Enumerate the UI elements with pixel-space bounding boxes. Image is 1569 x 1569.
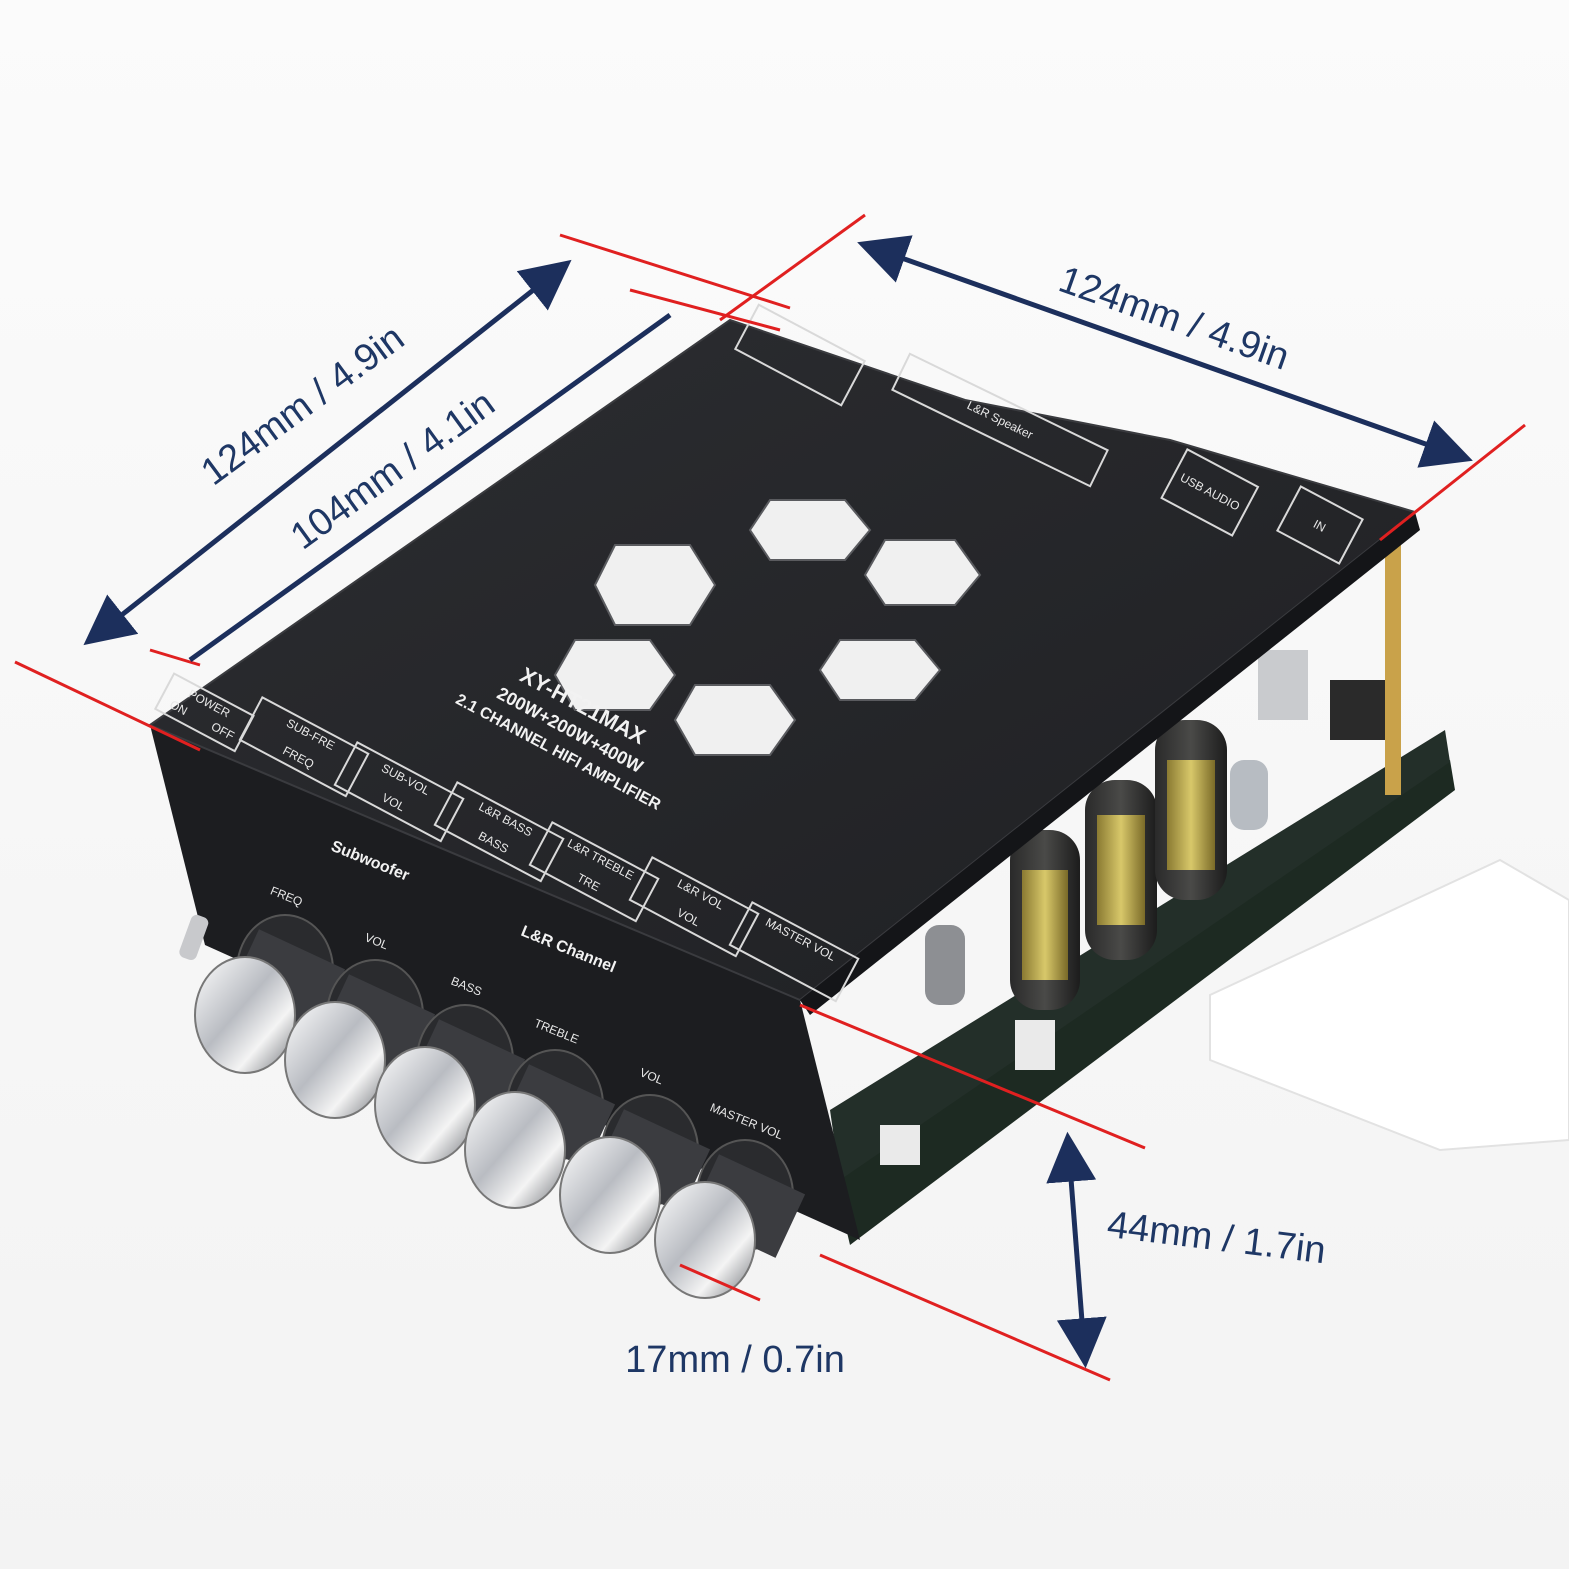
- height-label: 44mm / 1.7in: [1105, 1204, 1328, 1272]
- audio-jack: [1330, 680, 1385, 740]
- connector-white: [1015, 1020, 1055, 1070]
- in-label: IN: [1311, 517, 1328, 535]
- knob-4: VOL: [559, 1065, 711, 1254]
- knob-3: TREBLE: [464, 1016, 616, 1209]
- knob-label: 17mm / 0.7in: [625, 1339, 845, 1381]
- connector-white: [880, 1125, 920, 1165]
- knob-1: VOL: [284, 930, 436, 1119]
- dimension-arrows: [83, 235, 1473, 1369]
- knob-5: MASTER VOL: [654, 1100, 806, 1299]
- display-stand: [1209, 858, 1569, 1152]
- width-label: 124mm / 4.9in: [1054, 259, 1295, 379]
- panel-edge: [800, 512, 1420, 1015]
- capacitor-bank: [925, 720, 1268, 1010]
- standoff-post: [1385, 545, 1401, 795]
- usb-port: [1258, 650, 1308, 720]
- bottom-pcb: [830, 760, 1455, 1245]
- power-toggle-switch: [179, 914, 209, 961]
- hex-vents: [553, 499, 982, 756]
